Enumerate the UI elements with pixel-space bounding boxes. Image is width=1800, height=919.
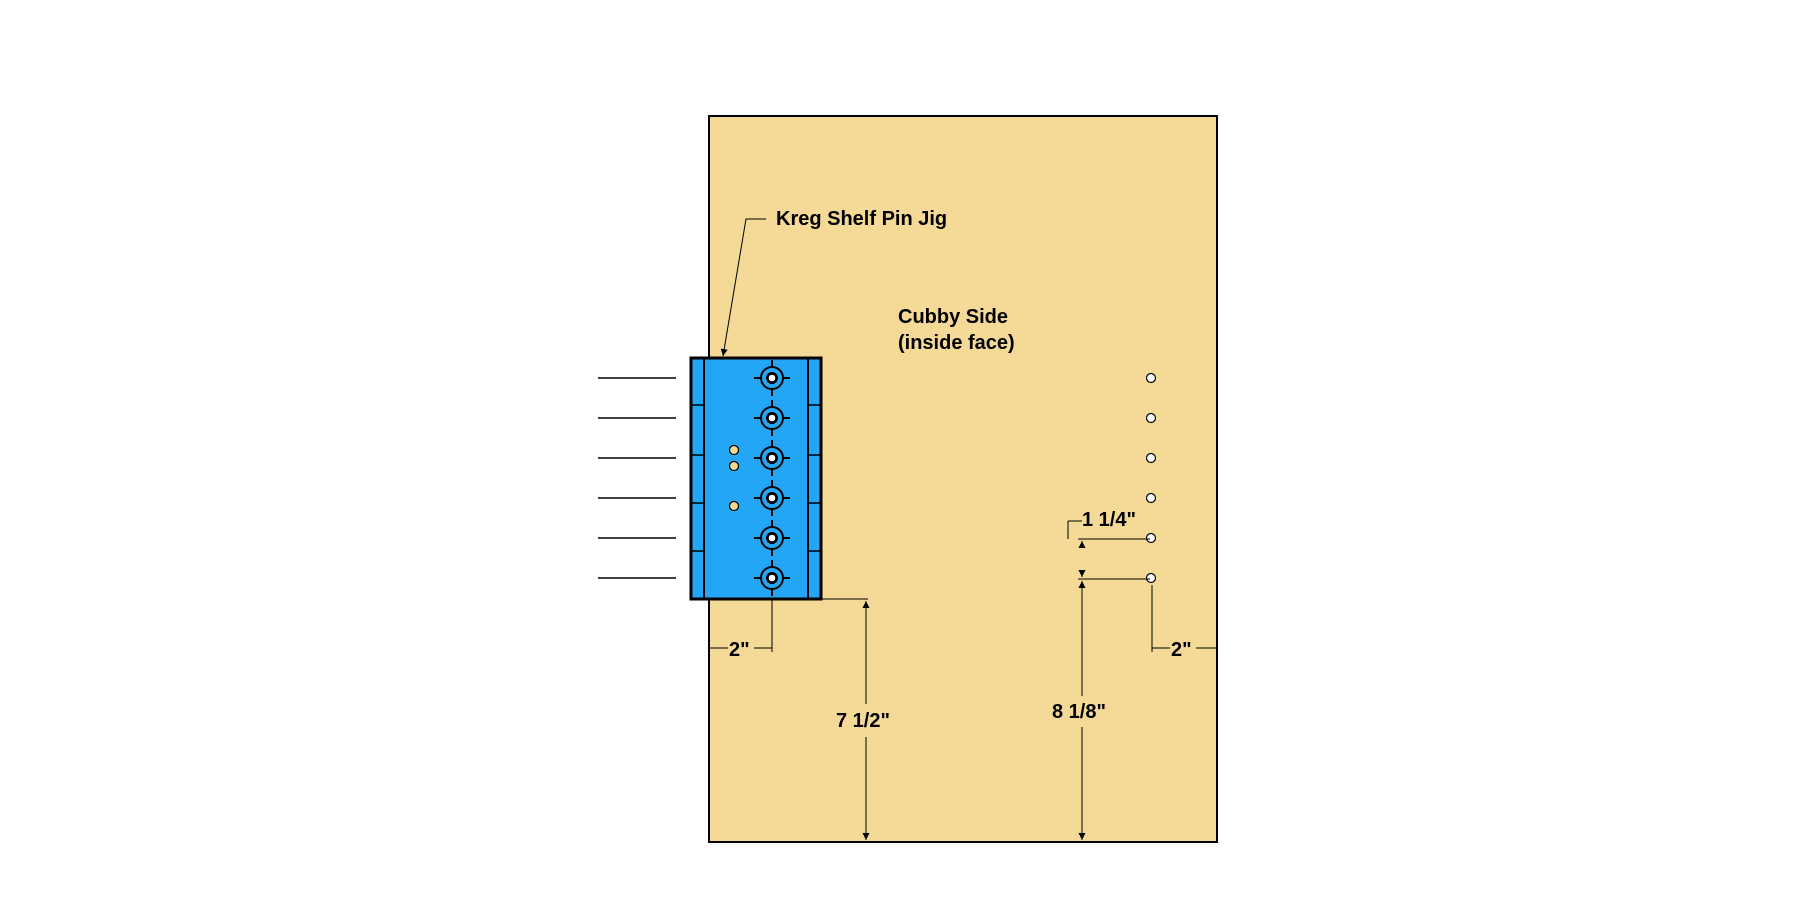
dimension-right-offset-label: 2"	[1171, 639, 1192, 661]
dimension-left-offset	[709, 600, 773, 652]
panel-label: Cubby Side (inside face)	[898, 306, 1015, 354]
jig-marker-dot	[728, 500, 740, 512]
dimension-jig-height	[821, 598, 870, 840]
crosshair-bushing-icon	[754, 360, 790, 396]
crosshair-bushing-icon	[754, 440, 790, 476]
shelf-pin-hole	[1145, 572, 1157, 584]
jig-label: Kreg Shelf Pin Jig	[776, 208, 947, 230]
jig-reference-lines	[598, 377, 676, 579]
dimension-first-hole-height	[1078, 578, 1150, 840]
shelf-pin-hole	[1145, 452, 1157, 464]
panel-label-line1: Cubby Side	[898, 306, 1008, 328]
jig-rail-ticks	[691, 404, 821, 552]
dimension-hole-spacing	[1067, 520, 1150, 577]
dimension-first-hole-height-label: 8 1/8"	[1052, 701, 1106, 723]
dimension-right-offset	[1151, 585, 1216, 652]
crosshair-bushing-icon	[754, 400, 790, 436]
jig-body	[689, 356, 823, 601]
shelf-pin-hole	[1145, 532, 1157, 544]
panel-label-line2: (inside face)	[898, 332, 1015, 354]
shelf-pin-hole	[1145, 372, 1157, 384]
kreg-shelf-pin-jig	[689, 356, 823, 601]
jig-marker-dot	[728, 444, 740, 456]
shelf-pin-holes	[1145, 372, 1157, 584]
dimension-hole-spacing-label: 1 1/4"	[1082, 509, 1136, 531]
jig-marker-dot	[728, 460, 740, 472]
crosshair-bushing-icon	[754, 480, 790, 516]
crosshair-bushing-icon	[754, 520, 790, 556]
shelf-pin-hole	[1145, 412, 1157, 424]
dimension-jig-height-label: 7 1/2"	[836, 710, 890, 732]
crosshair-bushing-icon	[754, 560, 790, 596]
drill-guide-bushings	[754, 360, 790, 596]
jig-leader-line	[720, 218, 766, 357]
dimension-left-offset-label: 2"	[729, 639, 750, 661]
shelf-pin-hole	[1145, 492, 1157, 504]
